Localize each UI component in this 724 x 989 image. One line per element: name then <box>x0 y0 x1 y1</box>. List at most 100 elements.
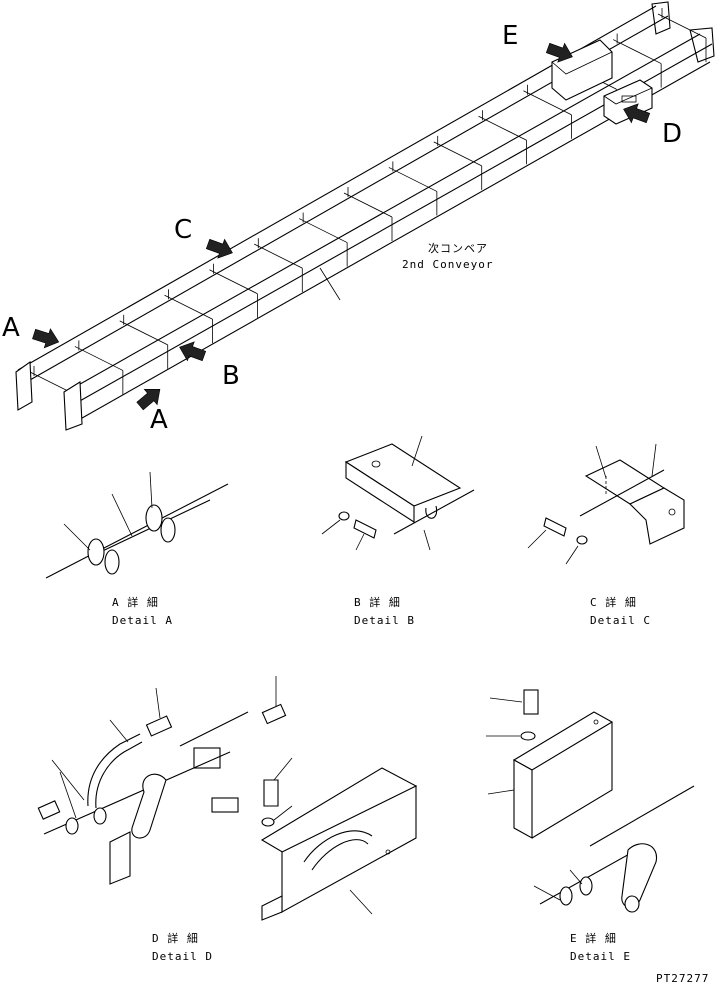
drawing-number: PT27277 <box>656 972 709 984</box>
detail-d-cover-side <box>281 785 417 913</box>
cross-bar-3 <box>119 320 168 346</box>
detail-b-title-jp: B 詳 細 <box>354 595 401 609</box>
cross-bar-2 <box>74 346 124 371</box>
cross-bar-5 <box>209 269 258 295</box>
detail-d-lower-block <box>211 797 239 813</box>
detail-d-fitting-left <box>37 800 61 820</box>
detail-e-leader-4 <box>533 885 561 901</box>
detail-a-leader-1 <box>63 523 91 551</box>
detail-e-title-jp: E 詳 細 <box>570 931 617 945</box>
detail-d-cover-foot <box>261 895 283 921</box>
cross-bar-4 <box>164 294 213 320</box>
detail-d-leader-1 <box>109 719 129 743</box>
conveyor-label-en: 2nd Conveyor <box>402 258 493 271</box>
detail-b-leader-1 <box>411 435 423 467</box>
bracket-e-box <box>551 39 613 101</box>
detail-c-washer <box>576 535 588 545</box>
conveyor-cross-members <box>29 8 707 420</box>
view-arrow-3 <box>179 341 207 362</box>
detail-c-bolt <box>543 517 567 537</box>
cross-bar-6 <box>254 243 303 269</box>
detail-e-drawing <box>486 689 695 913</box>
detail-d-lever <box>131 773 167 839</box>
callout-c: C <box>174 215 192 245</box>
view-arrow-5 <box>545 42 573 63</box>
detail-d-leader-6 <box>51 759 85 801</box>
detail-d-bracket-block <box>193 747 221 769</box>
detail-b-washer <box>338 511 350 521</box>
detail-e-rod <box>539 847 641 905</box>
conveyor-frame <box>15 1 715 431</box>
detail-b-clip <box>425 505 438 519</box>
detail-d-bolt <box>263 779 279 807</box>
detail-b-leader-4 <box>423 529 431 551</box>
detail-d-cover-slot-2 <box>311 839 369 871</box>
detail-d-leader-8 <box>349 889 373 915</box>
cross-bar-14 <box>612 39 662 64</box>
detail-a-title-jp: A 詳 細 <box>112 595 159 609</box>
rail-line-3 <box>65 33 701 393</box>
detail-e-leader-5 <box>569 869 583 885</box>
detail-a-rail <box>45 483 229 579</box>
detail-d-fitting-top <box>145 715 173 737</box>
detail-e-rail <box>589 785 695 847</box>
end-plate-left <box>15 360 33 411</box>
detail-c-leader-4 <box>565 545 579 565</box>
detail-c-title-jp: C 詳 細 <box>590 595 637 609</box>
conveyor-leader <box>319 267 341 301</box>
detail-b-rod <box>393 489 475 535</box>
callout-e: E <box>502 21 518 51</box>
detail-b-leader-3 <box>355 533 365 551</box>
cross-bar-11 <box>478 115 527 141</box>
detail-d-base <box>109 831 131 885</box>
detail-c-leader-3 <box>527 529 547 549</box>
detail-d-cover-hole <box>385 849 391 855</box>
detail-e-hole <box>593 719 599 725</box>
detail-c-plate-side <box>629 487 685 545</box>
detail-b-hole <box>371 460 381 468</box>
view-arrow-4 <box>205 238 233 259</box>
detail-c-leader-1 <box>595 445 607 479</box>
cross-bar-7 <box>298 218 348 243</box>
detail-c-rod <box>579 469 665 517</box>
detail-d-title-en: Detail D <box>152 950 213 963</box>
detail-d-leader-4 <box>273 757 293 781</box>
detail-d-hose <box>87 733 141 807</box>
detail-e-clamp <box>559 886 573 906</box>
detail-a-title-en: Detail A <box>112 614 173 627</box>
cross-bar-15 <box>657 13 707 39</box>
detail-a-drawing <box>45 471 229 579</box>
detail-d-hose-2 <box>95 741 143 809</box>
detail-b-plate-edge <box>345 460 415 524</box>
detail-d-clamp-2 <box>93 807 107 825</box>
detail-e-bracket-side <box>513 759 533 839</box>
detail-e-lever-end <box>624 895 640 913</box>
detail-e-bracket-edge <box>531 722 613 839</box>
detail-e-bolt <box>523 689 539 715</box>
detail-b-drawing <box>321 435 475 551</box>
detail-b-leader-2 <box>321 519 341 535</box>
detail-d-leader-5 <box>273 805 293 821</box>
detail-d-cover-slot <box>303 830 373 863</box>
detail-a-clamp-left-2 <box>104 549 120 575</box>
cross-bar-8 <box>343 192 393 218</box>
detail-d-leader-7 <box>59 771 77 819</box>
view-arrow-2 <box>136 388 161 411</box>
detail-e-lever <box>621 843 657 908</box>
view-arrow-6 <box>623 103 651 124</box>
detail-a-clamp-left <box>87 538 105 566</box>
rail-line-5 <box>67 61 711 427</box>
detail-c-title-en: Detail C <box>590 614 651 627</box>
bracket-e-edges <box>551 51 613 75</box>
detail-d-washer <box>261 817 275 827</box>
end-plate-right <box>651 1 715 63</box>
cross-bar-12 <box>523 90 572 116</box>
detail-b-title-en: Detail B <box>354 614 415 627</box>
detail-d-drawing <box>37 676 418 921</box>
callout-a-bottom: A <box>150 405 168 435</box>
conveyor-label-jp: 次コンベア <box>428 241 488 255</box>
cross-bar-10 <box>433 141 482 167</box>
rail-line-1 <box>17 5 657 371</box>
detail-a-clamp-right <box>145 504 163 532</box>
